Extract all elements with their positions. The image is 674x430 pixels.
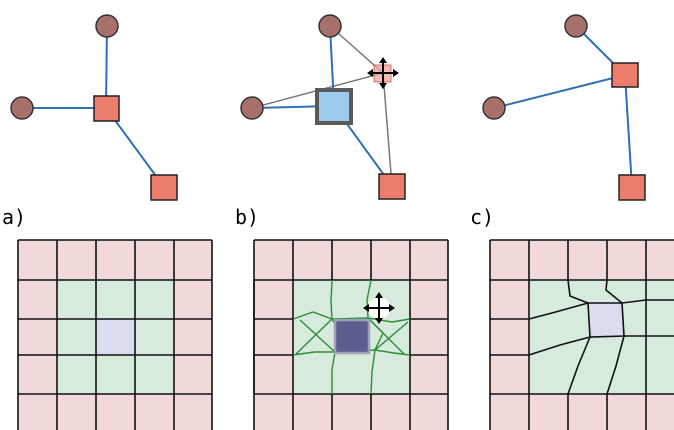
round-node[interactable] xyxy=(318,14,342,38)
tree-edge xyxy=(493,74,626,109)
panel-b-tree xyxy=(240,14,406,200)
tree-edge xyxy=(624,74,633,188)
selected-node[interactable] xyxy=(315,88,353,125)
panel-b-grid xyxy=(253,239,449,430)
square-node[interactable] xyxy=(618,174,646,201)
square-node[interactable] xyxy=(611,62,639,88)
round-node[interactable] xyxy=(240,96,264,120)
square-node[interactable] xyxy=(93,95,120,122)
tree-edge xyxy=(105,25,108,109)
move-cursor-icon xyxy=(367,57,399,89)
panel-c-tree xyxy=(482,14,646,201)
square-node[interactable] xyxy=(150,174,178,201)
round-node[interactable] xyxy=(564,14,588,38)
center-cell[interactable] xyxy=(587,302,625,338)
square-node[interactable] xyxy=(378,173,406,200)
move-cursor-icon xyxy=(363,292,395,324)
panel-label-b: b) xyxy=(235,205,259,229)
panel-label-a: a) xyxy=(2,205,26,229)
ghost-edge xyxy=(382,72,393,187)
round-node[interactable] xyxy=(482,96,506,120)
dragged-cell[interactable] xyxy=(333,318,371,355)
panel-a-tree xyxy=(10,14,178,201)
round-node[interactable] xyxy=(10,96,34,120)
round-node[interactable] xyxy=(95,14,119,38)
panel-c-grid xyxy=(489,239,674,430)
panel-label-c: c) xyxy=(470,205,494,229)
panel-a-grid xyxy=(17,239,213,430)
center-cell[interactable] xyxy=(96,319,135,355)
